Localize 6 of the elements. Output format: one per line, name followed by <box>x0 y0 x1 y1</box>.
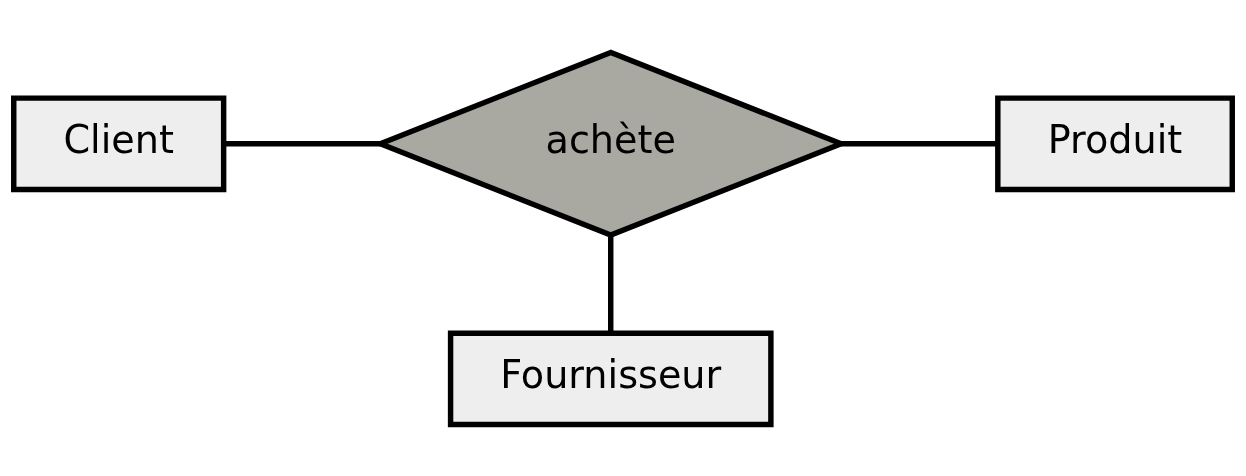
connector <box>223 140 381 146</box>
connector <box>608 235 614 333</box>
node-box: Fournisseur <box>447 330 774 427</box>
node-box: Produit <box>995 94 1235 192</box>
connector <box>841 140 998 146</box>
node-box: Client <box>11 94 227 192</box>
